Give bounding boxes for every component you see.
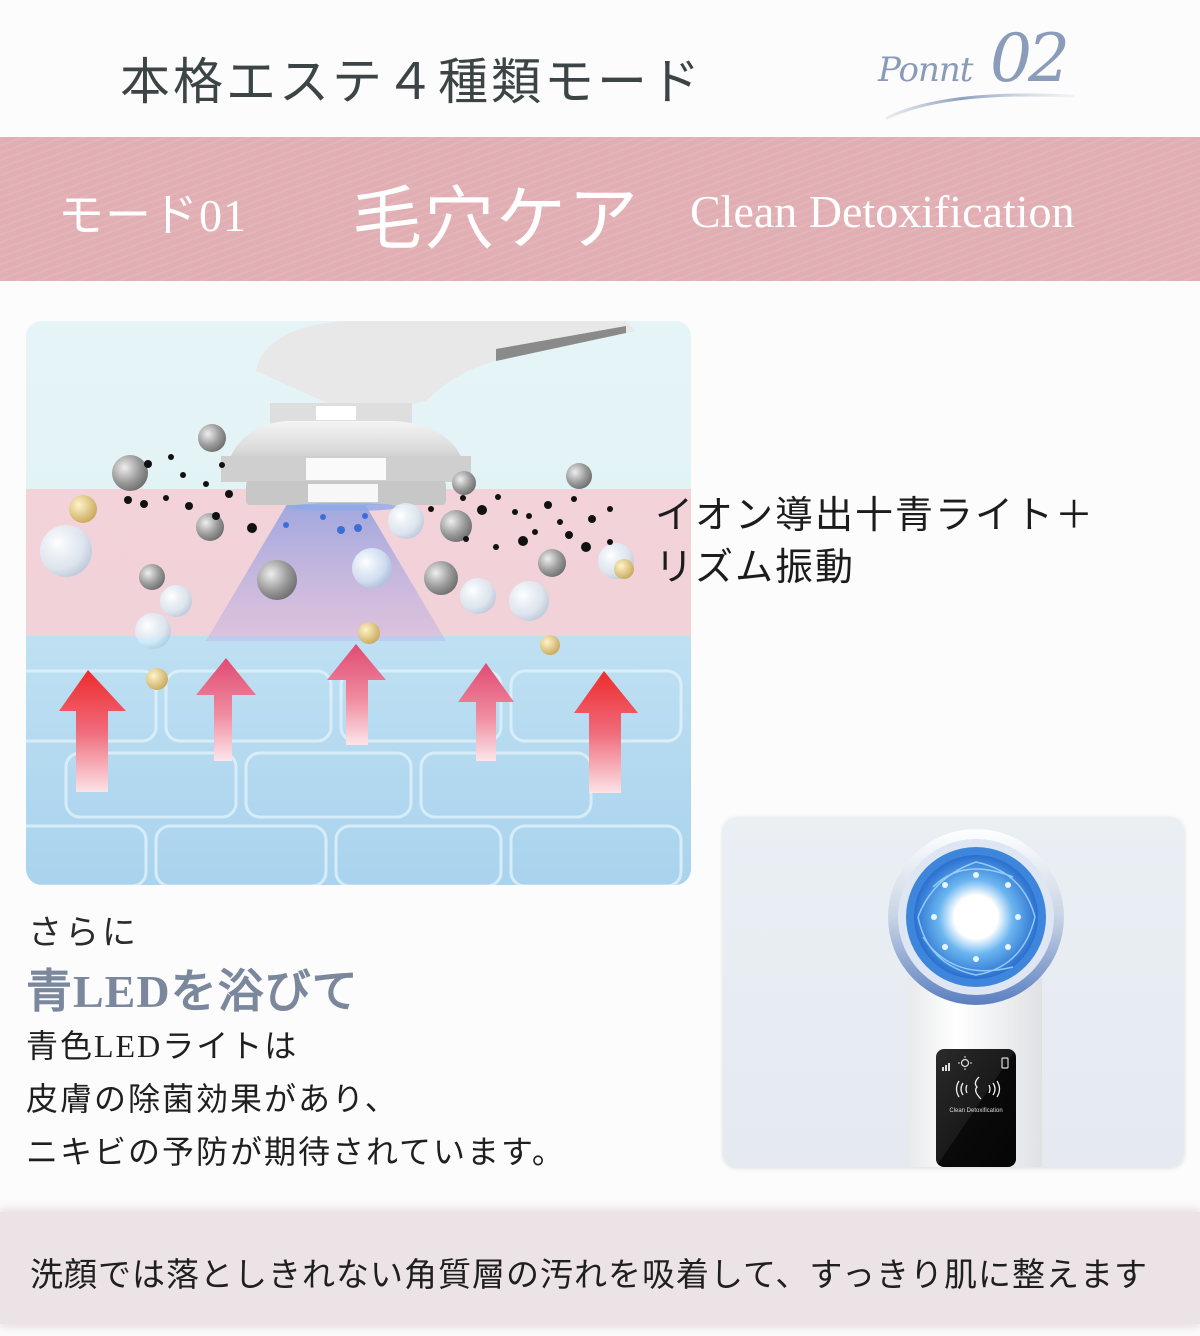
lead-small: さらに	[28, 915, 139, 952]
swoosh-decoration-icon	[885, 93, 1075, 120]
point-word: Ponnt	[878, 50, 973, 90]
feature-line-2: リズム振動	[655, 547, 856, 589]
feature-line-1: イオン導出十青ライト＋	[655, 495, 1096, 537]
point-number: 02	[990, 20, 1070, 97]
description-line: ニキビの予防が期待されています。	[26, 1134, 566, 1170]
description-line: 青色LEDライトは	[26, 1028, 299, 1064]
footer-band: 洗顔では落としきれない角質層の汚れを吸着して、すっきり肌に整えます	[0, 1212, 1200, 1324]
beauty-device-image-icon: Clean Detoxification	[888, 829, 1064, 1167]
mode-title: 毛穴ケア	[352, 182, 640, 259]
device-photo: Clean Detoxification	[723, 817, 1184, 1167]
pore-cleansing-diagram-icon	[26, 321, 691, 885]
mode-label: モード01	[58, 190, 247, 241]
page-title: 本格エステ４種類モード	[120, 54, 703, 110]
footer-text: 洗顔では落としきれない角質層の汚れを吸着して、すっきり肌に整えます	[30, 1258, 1149, 1294]
blue-led-description: 青色LEDライトは 皮膚の除菌効果があり、 ニキビの予防が期待されています。	[26, 1020, 566, 1179]
screen-icons	[942, 1056, 1009, 1100]
point-badge: Ponnt 02	[870, 20, 1090, 122]
pore-care-illustration	[26, 321, 691, 885]
lead-heading: 青LEDを浴びて	[26, 966, 359, 1017]
svg-text:Clean Detoxification: Clean Detoxification	[949, 1108, 1002, 1114]
description-line: 皮膚の除菌効果があり、	[26, 1081, 399, 1117]
feature-description: イオン導出十青ライト＋ リズム振動	[655, 490, 1095, 594]
mode-subtitle: Clean Detoxification	[690, 186, 1075, 237]
header: 本格エステ４種類モード Ponnt 02	[0, 0, 1200, 137]
mode-band: モード01 毛穴ケア Clean Detoxification	[0, 137, 1200, 281]
